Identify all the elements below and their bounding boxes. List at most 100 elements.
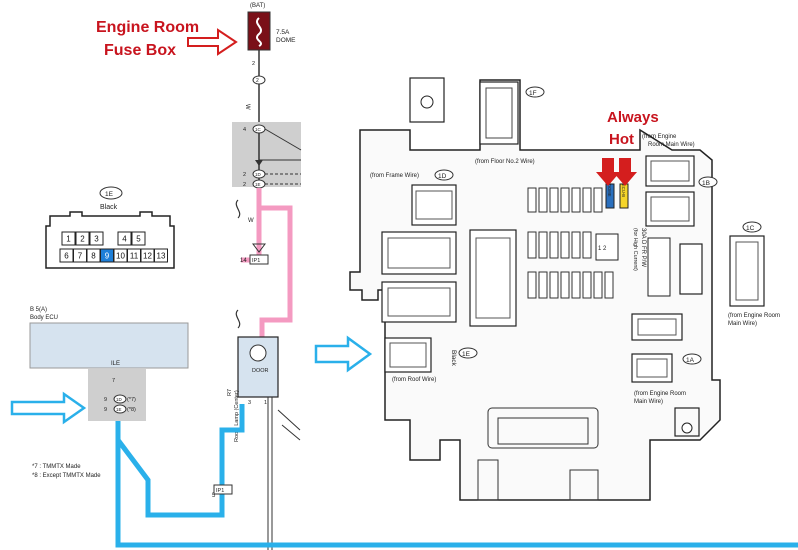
from-engine-right2: Main Wire)	[728, 321, 757, 327]
left-connector-upper	[381, 231, 457, 275]
hot-title: Hot	[609, 131, 634, 148]
blue-arrow-right-icon	[314, 335, 373, 373]
legend-note8: *8 : Except TMMTX Made	[32, 473, 101, 479]
left-connector-lower	[381, 281, 457, 323]
lamp-name: Room Lamp (Center)	[234, 390, 240, 442]
connector-pin-label: 13	[157, 252, 166, 261]
connector-pin	[61, 231, 76, 246]
ip1-bottom-connector	[213, 484, 233, 495]
fuse-slot	[582, 231, 592, 259]
fr-pw-note: (for High Current)	[632, 228, 638, 271]
conn-1a	[631, 353, 673, 383]
fuse-slot	[527, 231, 537, 259]
conn-1f-id: 1F	[529, 90, 537, 97]
connector-1e-badge	[99, 186, 123, 200]
pw-fuse-block	[647, 237, 671, 297]
fuse-slot	[582, 187, 592, 213]
conn-1c	[729, 235, 765, 307]
fuse-slot	[549, 231, 559, 259]
lamp-pin1: 1	[264, 400, 267, 406]
connector-pin	[117, 231, 132, 246]
fuse-ecu-label: ECU-B	[621, 184, 626, 197]
fr-pw-label: 30A D FR P/W	[640, 228, 646, 267]
conn-1e-block	[384, 337, 432, 373]
fuse-slot	[560, 231, 570, 259]
fuse-slot	[538, 271, 548, 299]
connector-pin	[75, 231, 90, 246]
wire-w-top: W	[244, 104, 250, 110]
fuse-symbol-icon	[256, 17, 262, 47]
body-ecu-box	[29, 322, 189, 369]
from-engine-top2: Room Main Wire)	[648, 142, 695, 148]
mount-hole-icon	[420, 95, 434, 109]
fuse-slot	[549, 187, 559, 213]
connector-pin	[89, 231, 104, 246]
fuse-row-2	[527, 231, 592, 259]
dome-fuse	[247, 11, 271, 51]
ecu-1e	[113, 404, 127, 414]
conn-1c-id: 1C	[746, 225, 755, 232]
ip1-text: IP1	[252, 258, 260, 264]
floor-connector	[469, 229, 517, 327]
node-2-label: 2	[252, 61, 255, 67]
connector-pin-label: 9	[105, 252, 110, 261]
lamp-pin3: 3	[248, 400, 251, 406]
wire-w-mid: W	[248, 218, 254, 224]
from-floor-label: (from Floor No.2 Wire)	[475, 159, 535, 165]
connector-pin	[154, 248, 168, 263]
connector-pin-label: 10	[116, 252, 125, 261]
node-4: 4	[243, 127, 246, 133]
conn-1a-id: 1A	[686, 357, 695, 364]
conn-1a-upper	[631, 313, 683, 341]
blue-arrow-left-icon	[10, 391, 87, 425]
connector-pin	[131, 231, 146, 246]
connector-pin-label: 5	[136, 235, 141, 244]
conn-1e-id-right: 1E	[462, 351, 471, 358]
blue-highlight-wire-upper	[115, 404, 245, 518]
connector-pin-label: 2	[80, 235, 85, 244]
black-label: Black	[450, 350, 457, 367]
connector-pin-label: 7	[78, 252, 83, 261]
junction-block	[232, 122, 301, 187]
ip1-connector	[249, 254, 269, 265]
ecu-note-b: (*8)	[127, 407, 136, 413]
fuse-slot	[593, 271, 603, 299]
fuse-slot	[538, 231, 548, 259]
connector-pin-label: 3	[94, 235, 99, 244]
connector-1c-text: 1C	[255, 127, 262, 132]
fuse-slot	[604, 271, 614, 299]
fuse-slot	[571, 271, 581, 299]
lamp-door: DOOR	[252, 368, 269, 374]
fuse-slot	[593, 187, 603, 213]
always-title: Always	[607, 109, 659, 126]
fuse-slot	[560, 271, 570, 299]
fuse-slot	[571, 231, 581, 259]
ip1-bottom-text: IP1	[216, 488, 224, 494]
body-ecu-terminal: ILE	[111, 361, 120, 367]
from-frame-label: (from Frame Wire)	[370, 173, 419, 179]
node-2-lower: 2	[243, 172, 246, 178]
red-arrow-icon	[187, 28, 238, 56]
relay	[595, 233, 619, 261]
ip1-bottom-num: 5	[212, 493, 216, 499]
connector-pin-label: 8	[91, 252, 96, 261]
from-engine-bottom1: (from Engine Room	[634, 391, 686, 397]
ecu-9: 9	[104, 397, 107, 403]
ecu-1e-text: 1E	[116, 407, 122, 412]
fuse-slot	[582, 271, 592, 299]
fuse-dome-label: DOME	[607, 184, 612, 197]
connector-pin-label: 11	[130, 252, 139, 261]
connector-pin-label: 12	[143, 252, 152, 261]
fuse-rating: 7.5A	[276, 29, 290, 36]
from-engine-top1: (from Engine	[642, 134, 677, 140]
fuse-row-3	[527, 271, 614, 299]
fuse-name: DOME	[276, 37, 296, 44]
conn-1b-id: 1B	[702, 180, 710, 187]
connector-pin-label: 6	[64, 252, 69, 261]
fuse-slot	[549, 271, 559, 299]
connector-2	[252, 75, 266, 85]
conn-1d-id: 1D	[438, 173, 447, 180]
from-roof-label: (from Roof Wire)	[392, 377, 436, 383]
